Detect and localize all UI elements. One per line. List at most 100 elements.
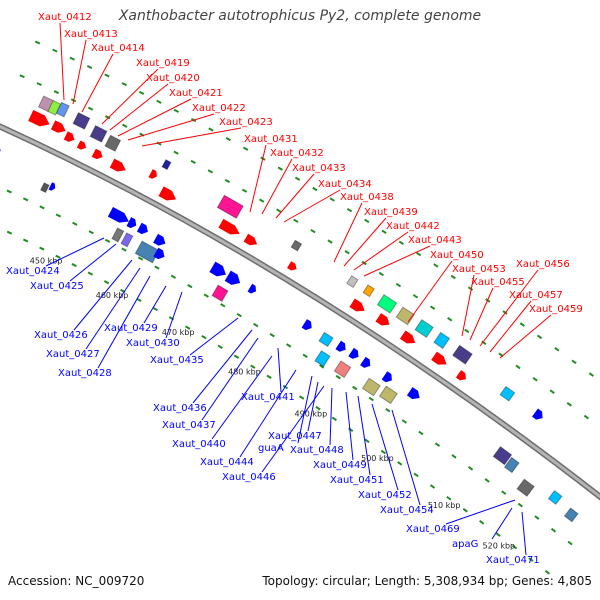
ring-dot [203, 293, 209, 298]
ring-dot [294, 176, 301, 181]
gene-label-top: Xaut_0431 [244, 134, 298, 145]
ring-dot [315, 405, 321, 411]
ring-dot [138, 90, 145, 95]
gene-feature-22 [287, 261, 297, 271]
gene-label-bottom: Xaut_0440 [172, 439, 226, 450]
ring-dot [104, 238, 111, 243]
leader-line [469, 287, 494, 341]
gene-feature-11 [89, 124, 108, 143]
gene-feature-65 [563, 507, 579, 523]
ring-dot [364, 218, 370, 224]
ring-dot [224, 178, 231, 184]
gene-feature-5 [91, 148, 103, 160]
gene-labels: Xaut_0412Xaut_0413Xaut_0414Xaut_0419Xaut… [6, 12, 583, 566]
leader-line [69, 243, 117, 282]
gene-feature-14 [40, 182, 50, 194]
gene-feature-58 [378, 385, 398, 405]
ring-dot [88, 230, 94, 235]
gene-feature-18 [161, 159, 172, 171]
gene-feature-42 [111, 227, 125, 243]
genome-backbone [0, 123, 600, 501]
gene-features [0, 95, 579, 523]
ring-dot [53, 90, 60, 95]
ring-dot [185, 325, 191, 330]
gene-feature-3 [63, 131, 75, 142]
feature-rings [6, 40, 594, 575]
ring-dot [299, 395, 305, 400]
ring-dot [52, 48, 58, 53]
ring-dot [55, 254, 61, 259]
gene-label-top: Xaut_0423 [219, 117, 273, 128]
ring-dot [464, 328, 470, 334]
gene-feature-13 [0, 148, 1, 152]
gene-label-bottom: Xaut_0449 [313, 460, 367, 471]
gene-feature-46 [209, 261, 226, 277]
gene-feature-53 [348, 347, 359, 359]
ring-dot [39, 246, 45, 251]
ring-dot [225, 136, 231, 142]
ring-dot [152, 306, 158, 312]
gene-feature-12 [104, 134, 122, 152]
gene-feature-1 [28, 110, 50, 127]
gene-feature-54 [360, 356, 371, 368]
gene-feature-43 [120, 232, 134, 248]
ring-dot [397, 461, 403, 466]
genome-summary: Topology: circular; Length: 5,308,934 bp… [262, 574, 592, 588]
gene-label-bottom: Xaut_0444 [200, 457, 254, 468]
gene-label-top: Xaut_0453 [452, 264, 506, 275]
gene-label-top: Xaut_0459 [529, 304, 583, 315]
ring-dot [588, 372, 594, 377]
ring-dot [190, 159, 196, 165]
ring-dot [429, 305, 436, 310]
ring-dot [103, 280, 110, 285]
ring-dot [433, 263, 439, 268]
ring-dot [398, 240, 404, 246]
leader-line [117, 98, 192, 137]
scale-tick-label: 490 kbp [295, 410, 328, 419]
ring-dot [515, 364, 521, 370]
gene-label-top: Xaut_0439 [364, 207, 418, 218]
ring-dot [72, 221, 78, 226]
gene-label-top: Xaut_0412 [38, 12, 92, 23]
ring-dot [137, 256, 144, 261]
ring-dot [517, 502, 523, 508]
gene-feature-57 [361, 377, 381, 397]
gene-feature-28 [455, 370, 466, 381]
ring-dot [395, 282, 402, 288]
leader-line [59, 22, 65, 101]
gene-feature-45 [153, 247, 165, 260]
leader-line [261, 158, 293, 215]
ring-dot [346, 207, 353, 213]
ring-dot [583, 414, 589, 420]
gene-label-top: Xaut_0456 [516, 259, 570, 270]
ring-dot [173, 108, 179, 113]
ring-dot [154, 265, 160, 270]
leader-line [391, 409, 421, 506]
ring-dot [467, 466, 474, 471]
scale-tick-label: 460 kbp [96, 291, 129, 300]
gene-feature-51 [318, 331, 334, 348]
ring-dot [269, 333, 275, 338]
gene-label-bottom: Xaut_0447 [268, 431, 322, 442]
ring-dot [87, 106, 94, 111]
ring-dot [495, 532, 501, 537]
leader-line [45, 237, 105, 267]
ring-dot [519, 322, 525, 327]
leader-line [85, 267, 141, 350]
gene-label-top: Xaut_0432 [270, 148, 324, 159]
ring-dot [327, 239, 333, 244]
leader-line [357, 395, 371, 476]
ring-dot [136, 297, 142, 303]
gene-feature-21 [216, 194, 244, 219]
gene-label-bottom: Xaut_0446 [222, 472, 276, 483]
ring-dot [201, 335, 207, 340]
map-title: Xanthobacter autotrophicus Py2, complete… [118, 8, 482, 24]
gene-feature-35 [452, 344, 473, 365]
gene-label-bottom: Xaut_0452 [358, 490, 412, 501]
gene-label-bottom: Xaut_0441 [241, 392, 295, 403]
leader-line [249, 144, 267, 213]
leader-line [73, 259, 133, 331]
leader-line [371, 403, 399, 491]
ring-dot [352, 385, 358, 391]
ring-dot [207, 169, 214, 174]
